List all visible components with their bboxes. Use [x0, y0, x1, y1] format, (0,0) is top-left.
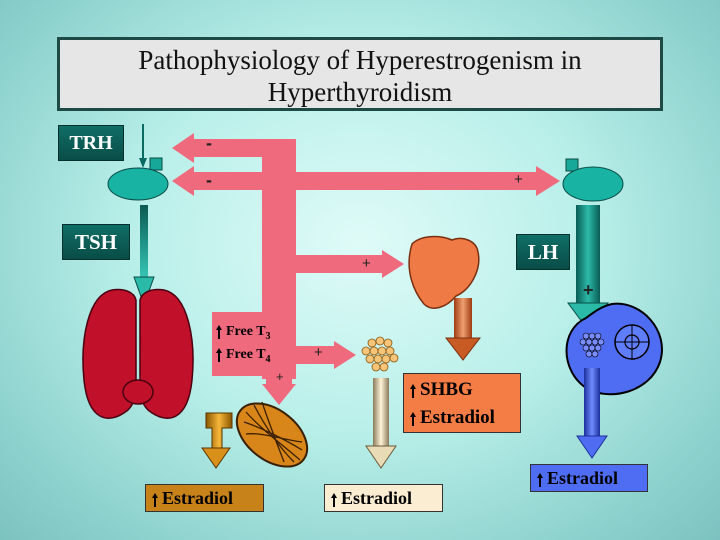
pituitary-left	[107, 167, 169, 201]
liver-output-arrow	[444, 298, 482, 361]
slide-title: Pathophysiology of Hyperestrogenism in H…	[57, 37, 663, 111]
shbg-row: SHBG	[410, 376, 520, 404]
plus-sign-ovary: +	[583, 280, 594, 300]
plus-sign-testis: +	[276, 369, 284, 384]
adipose-estradiol-box: Estradiol	[324, 484, 443, 512]
plus-sign-liver: +	[362, 255, 371, 272]
increase-arrow-icon	[331, 492, 337, 507]
increase-arrow-icon	[410, 411, 416, 426]
trh-line-head	[139, 158, 147, 168]
adipose-output-arrow	[365, 378, 397, 469]
increase-arrow-icon	[216, 324, 222, 339]
ovary-output-arrow	[576, 368, 608, 459]
free-t-labels: Free T3 Free T4	[216, 323, 271, 369]
liver-estradiol-row: Estradiol	[410, 404, 520, 432]
trh-feedback-arrowhead	[172, 133, 194, 163]
minus-sign-trh: -	[206, 133, 212, 153]
ovary-estradiol-box: Estradiol	[530, 464, 648, 492]
hypothalamus-pituitary	[107, 124, 624, 202]
liver	[408, 235, 480, 309]
pituitary-stalk-right	[565, 158, 579, 172]
increase-arrow-icon	[152, 492, 158, 507]
increase-arrow-icon	[537, 472, 543, 487]
plus-sign-adipose: +	[314, 344, 323, 361]
pituitary-feedback-arrowhead	[172, 166, 194, 196]
free-t3-row: Free T3	[216, 323, 271, 346]
increase-arrow-icon	[216, 347, 222, 362]
thyroid-gland	[82, 288, 194, 419]
adipose-cells	[361, 336, 399, 372]
increase-arrow-icon	[410, 383, 416, 398]
pink-arrow-network	[172, 133, 560, 405]
shbg-estradiol-box: SHBG Estradiol	[403, 373, 521, 433]
minus-sign-pituitary: -	[206, 170, 212, 190]
free-t4-row: Free T4	[216, 346, 271, 369]
adipose-bar	[292, 346, 336, 364]
plus-sign-lh: +	[514, 171, 523, 188]
adrenal-estradiol-box: Estradiol	[145, 484, 264, 512]
pituitary-right	[562, 166, 624, 202]
testis-stem	[266, 376, 292, 386]
ovary	[565, 302, 663, 396]
free-t-block	[212, 312, 296, 376]
liver-bar	[292, 255, 384, 273]
lh-arrowhead	[536, 166, 560, 196]
trh-label: TRH	[58, 125, 124, 161]
adrenal-output-arrow	[201, 412, 233, 469]
pituitary-feedback-bar	[194, 172, 538, 190]
pituitary-stalk-left	[149, 157, 163, 171]
testis	[235, 401, 309, 468]
liver-arrowhead	[382, 250, 404, 278]
tsh-label: TSH	[62, 224, 130, 260]
testis-arrowhead	[262, 384, 296, 405]
lh-label: LH	[516, 234, 570, 270]
adipose-arrowhead	[334, 341, 356, 369]
